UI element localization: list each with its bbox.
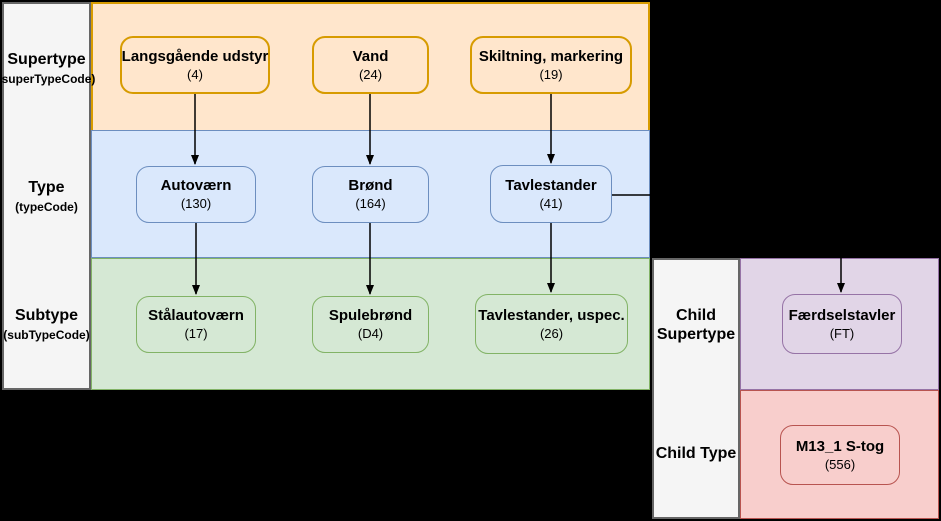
node-skiltning-markering: Skiltning, markering (19) xyxy=(470,36,632,94)
row-header-child-supertype: Child Supertype xyxy=(654,260,738,390)
node-count: (164) xyxy=(355,196,386,212)
row-header-type: Type (typeCode) xyxy=(4,132,89,260)
node-count: (17) xyxy=(184,326,208,342)
node-label: Stålautoværn xyxy=(148,307,244,325)
node-label: Langsgående udstyr xyxy=(121,47,269,65)
node-label: Tavlestander, uspec. xyxy=(478,306,625,324)
node-count: (D4) xyxy=(357,326,384,342)
row-header-child-type: Child Type xyxy=(654,390,738,517)
node-label: Autoværn xyxy=(160,177,232,195)
node-spulebroend: Spulebrønd (D4) xyxy=(312,296,429,353)
node-broend: Brønd (164) xyxy=(312,166,429,223)
node-count: (26) xyxy=(539,325,564,341)
row-header-code: (typeCode) xyxy=(15,199,78,214)
node-autovaern: Autoværn (130) xyxy=(136,166,256,223)
node-label: Skiltning, markering xyxy=(478,47,624,65)
row-header-title: Type xyxy=(28,179,65,197)
node-label: Spulebrønd xyxy=(328,307,413,325)
node-count: (130) xyxy=(180,196,212,212)
node-count: (24) xyxy=(358,66,383,82)
node-faerdselstavler: Færdselstavler (FT) xyxy=(782,294,902,354)
node-tavlestander-uspec: Tavlestander, uspec. (26) xyxy=(475,294,628,354)
node-vand: Vand (24) xyxy=(312,36,429,94)
row-header-title: Supertype xyxy=(7,51,86,69)
node-count: (556) xyxy=(824,456,856,472)
node-label: Vand xyxy=(352,47,389,65)
node-count: (4) xyxy=(187,66,203,82)
node-label: Færdselstavler xyxy=(788,306,896,324)
row-header-title: Child Supertype xyxy=(656,306,736,343)
node-count: (41) xyxy=(539,195,563,211)
row-header-subtype: Subtype (subTypeCode) xyxy=(3,260,90,388)
node-staalautovaern: Stålautoværn (17) xyxy=(136,296,256,353)
node-label: Tavlestander xyxy=(505,176,597,194)
node-langsgaaende-udstyr: Langsgående udstyr (4) xyxy=(120,36,270,94)
child-row-header-column: Child Supertype Child Type xyxy=(652,258,740,519)
row-header-title: Subtype xyxy=(14,307,79,325)
row-header-title: Child Type xyxy=(655,444,737,462)
node-count: (19) xyxy=(539,66,563,82)
row-header-supertype: Supertype (superTypeCode) xyxy=(0,4,95,132)
node-label: M13_1 S-tog xyxy=(795,437,885,455)
row-header-code: (superTypeCode) xyxy=(0,71,96,86)
row-header-code: (subTypeCode) xyxy=(3,327,90,342)
node-m13-1-s-tog: M13_1 S-tog (556) xyxy=(780,425,900,485)
row-header-column: Supertype (superTypeCode) Type (typeCode… xyxy=(0,2,95,390)
node-count: (FT) xyxy=(829,325,855,341)
node-label: Brønd xyxy=(348,177,393,195)
node-tavlestander: Tavlestander (41) xyxy=(490,165,612,223)
